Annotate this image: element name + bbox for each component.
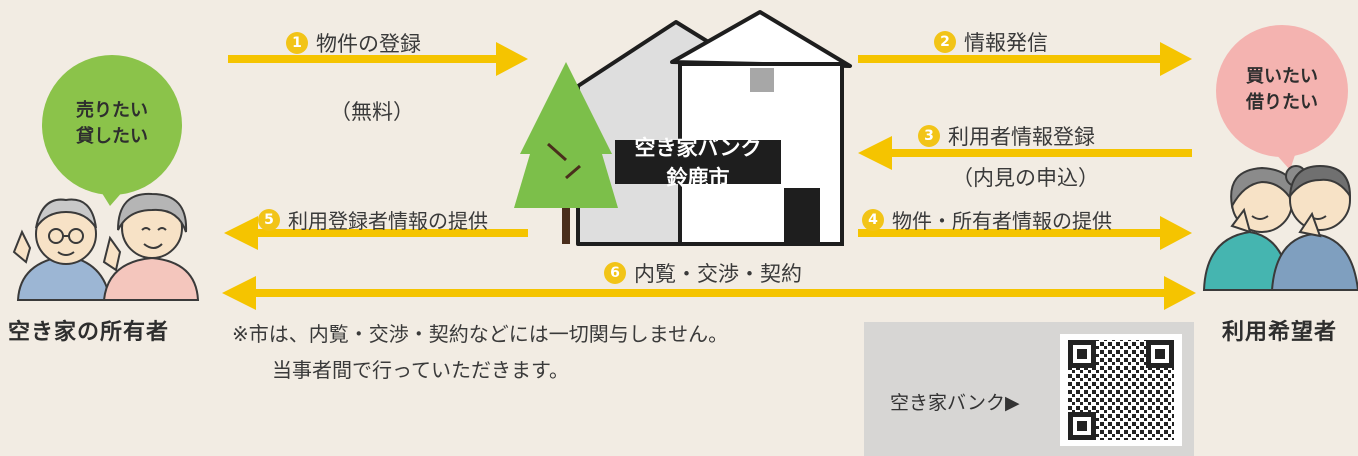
tree-icon xyxy=(514,62,618,244)
owner-bubble-line2: 貸したい xyxy=(76,126,148,147)
step-2-label: 2 情報発信 xyxy=(934,27,1048,57)
step-5-label: 5 利用登録者情報の提供 xyxy=(258,205,488,234)
step-5-number: 5 xyxy=(258,208,280,231)
prospective-users-illustration xyxy=(1202,164,1358,291)
step-6-number: 6 xyxy=(604,262,626,284)
center-label-line1: 空き家バンク xyxy=(634,136,762,160)
step-1-subtext: （無料） xyxy=(330,100,414,124)
arrow-step-1 xyxy=(228,42,528,76)
arrow-step-3 xyxy=(858,136,1192,170)
step-1-number: 1 xyxy=(286,32,308,54)
user-bubble-text: 買いたい 借りたい xyxy=(1232,64,1332,116)
step-1-text: 物件の登録 xyxy=(316,32,421,56)
akiya-bank-qr-panel[interactable]: 空き家バンク▶ xyxy=(864,322,1194,456)
disclaimer-note: ※市は、内覧・交渉・契約などには一切関与しません。 当事者間で行っていただきます… xyxy=(232,316,728,388)
house-front xyxy=(670,10,852,246)
akiya-bank-suzuka-label: 空き家バンク 鈴鹿市 xyxy=(615,136,781,190)
step-3-number: 3 xyxy=(918,125,940,147)
step-4-text: 物件・所有者情報の提供 xyxy=(892,209,1112,233)
owner-speech-bubble xyxy=(42,55,182,206)
center-label-line2: 鈴鹿市 xyxy=(666,166,730,190)
qr-code[interactable] xyxy=(1060,334,1182,446)
step-2-text: 情報発信 xyxy=(964,31,1048,55)
step-5-text: 利用登録者情報の提供 xyxy=(288,209,488,233)
step-4-number: 4 xyxy=(862,208,884,231)
arrow-step-5 xyxy=(224,216,528,250)
arrow-step-4 xyxy=(858,216,1192,250)
step-3-subtext: （内見の申込） xyxy=(952,166,1099,190)
step-4-label: 4 物件・所有者情報の提供 xyxy=(862,205,1112,234)
owner-role-label: 空き家の所有者 xyxy=(8,320,170,345)
arrow-step-6 xyxy=(222,276,1196,310)
user-bubble-line2: 借りたい xyxy=(1246,92,1318,113)
step-1-label: 1 物件の登録 xyxy=(286,28,421,58)
owner-bubble-line1: 売りたい xyxy=(76,100,148,121)
qr-panel-label: 空き家バンク▶ xyxy=(890,392,1020,414)
step-6-text: 内覧・交渉・契約 xyxy=(634,262,802,286)
user-bubble-line1: 買いたい xyxy=(1246,66,1318,87)
disclaimer-line1: ※市は、内覧・交渉・契約などには一切関与しません。 xyxy=(232,322,729,346)
step-3-label: 3 利用者情報登録 xyxy=(918,121,1095,151)
step-3-text: 利用者情報登録 xyxy=(948,125,1095,149)
step-2-number: 2 xyxy=(934,31,956,53)
disclaimer-line2: 当事者間で行っていただきます。 xyxy=(272,358,569,382)
elderly-owners-illustration xyxy=(12,192,200,301)
user-role-label: 利用希望者 xyxy=(1222,320,1338,345)
step-6-label: 6 内覧・交渉・契約 xyxy=(604,258,802,288)
qr-code-graphic xyxy=(1068,340,1174,440)
user-speech-bubble xyxy=(1216,25,1348,170)
arrow-step-2 xyxy=(858,42,1192,76)
owner-bubble-text: 売りたい 貸したい xyxy=(62,98,162,150)
